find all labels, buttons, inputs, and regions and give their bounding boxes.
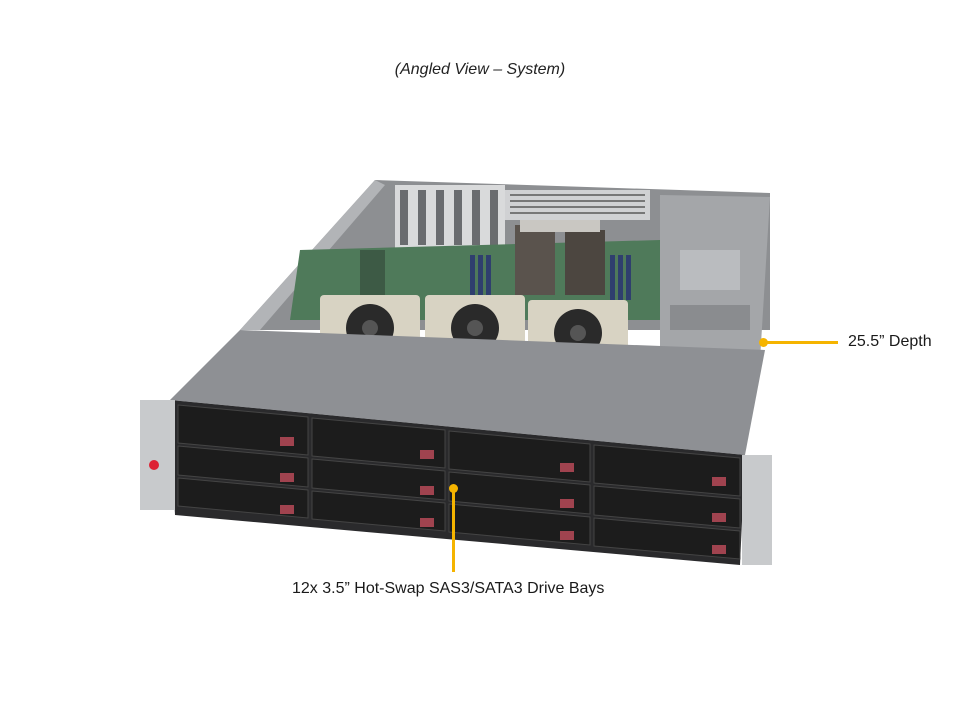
depth-callout-line bbox=[764, 341, 838, 344]
drive-bays bbox=[177, 404, 741, 560]
depth-label: 25.5” Depth bbox=[848, 333, 932, 350]
pci-slot-grille bbox=[395, 185, 650, 250]
drive-bays-callout-dot bbox=[449, 484, 458, 493]
depth-callout-dot bbox=[759, 338, 768, 347]
drive-bays-label: 12x 3.5” Hot-Swap SAS3/SATA3 Drive Bays bbox=[292, 580, 605, 597]
drive-bays-callout-line bbox=[452, 489, 455, 572]
image-caption: (Angled View – System) bbox=[394, 61, 566, 78]
